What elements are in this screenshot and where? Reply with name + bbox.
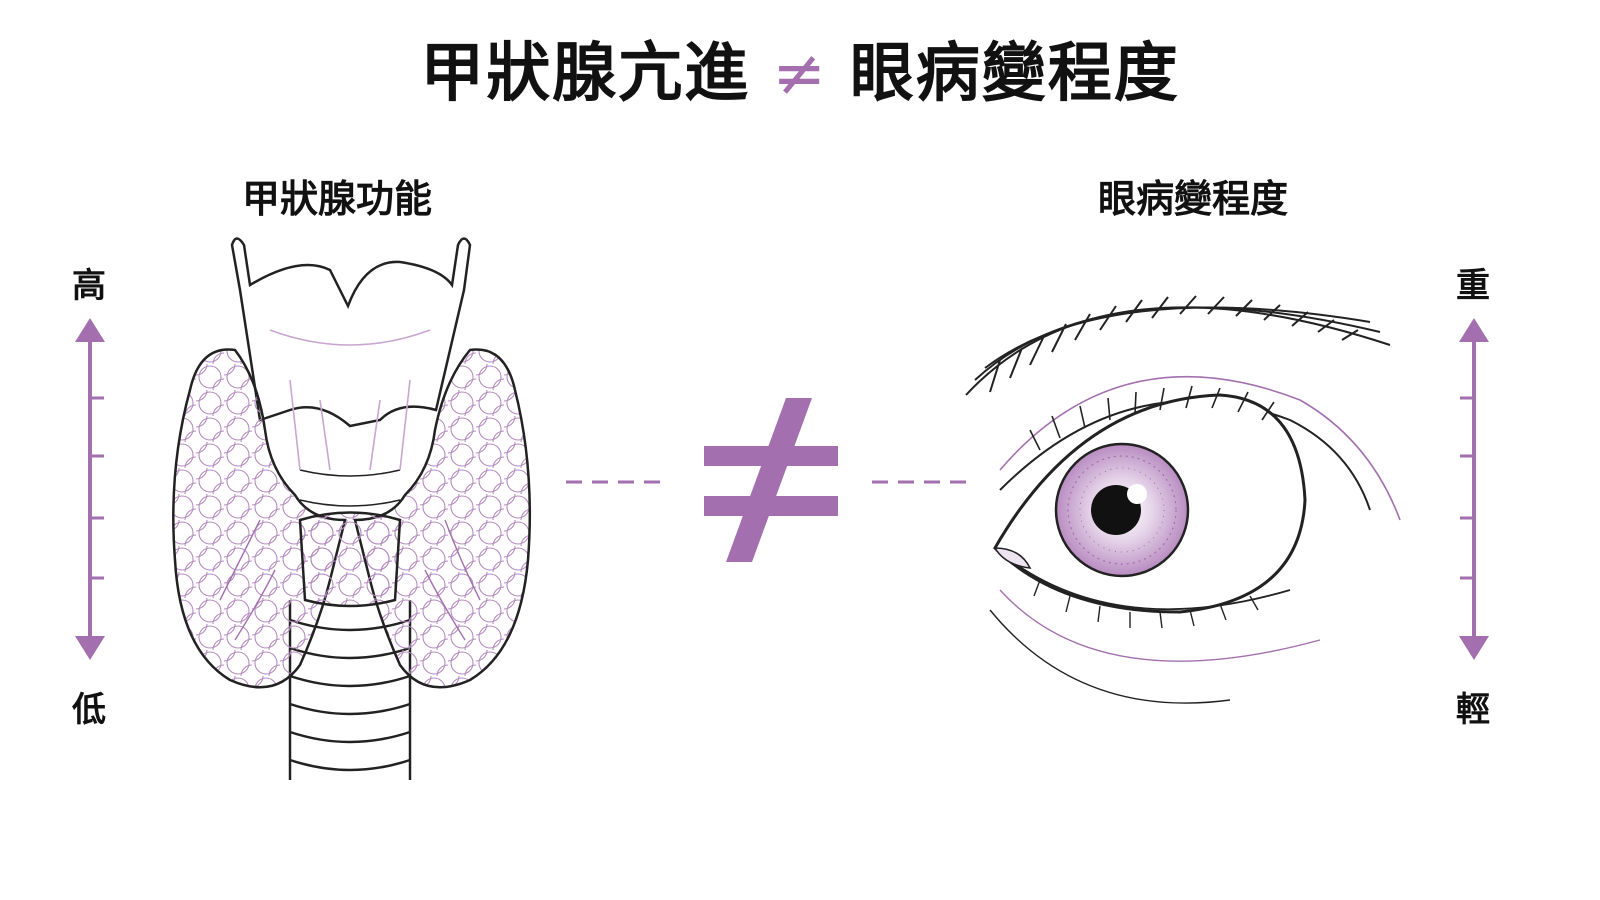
eyebrow — [965, 295, 1391, 396]
eye-highlight — [1127, 484, 1147, 504]
right-scale-arrow — [1459, 318, 1489, 660]
left-scale-low-label: 低 — [72, 690, 106, 730]
page-title: 甲狀腺亢進 ≠ 眼病變程度 — [0, 22, 1600, 114]
title-not-equal-symbol: ≠ — [772, 37, 828, 111]
title-left: 甲狀腺亢進 — [420, 37, 751, 111]
title-right: 眼病變程度 — [849, 37, 1180, 111]
eye-illustration — [965, 295, 1401, 704]
right-scale-severe-label: 重 — [1456, 266, 1490, 306]
thyroid-right-lobe — [353, 348, 532, 689]
left-scale-arrow — [75, 318, 105, 660]
eye-severity-label: 眼病變程度 — [1098, 177, 1289, 221]
thyroid-left-lobe — [172, 348, 347, 689]
left-scale-high-label: 高 — [72, 266, 106, 306]
thyroid-cartilage — [230, 237, 472, 428]
thyroid-isthmus — [298, 511, 402, 608]
thyroid-function-label: 甲狀腺功能 — [242, 177, 433, 221]
right-scale-mild-label: 輕 — [1456, 690, 1490, 730]
not-equal-icon — [704, 398, 838, 562]
thyroid-illustration — [172, 237, 532, 780]
